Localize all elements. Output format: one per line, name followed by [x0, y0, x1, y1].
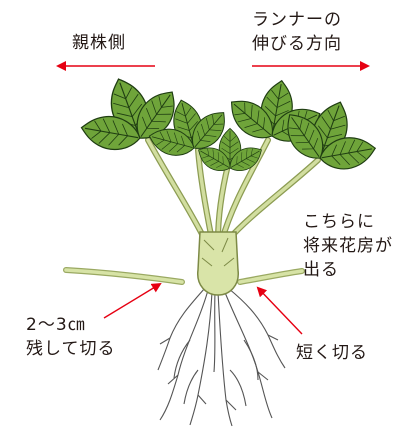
runner-direction-line-1: ランナーの: [252, 8, 342, 32]
runner-direction-label: ランナーの 伸びる方向: [252, 8, 342, 56]
flower-side-line-2: 将来花房が: [303, 234, 393, 258]
leaf-cluster-right: [278, 97, 378, 173]
crown: [198, 232, 239, 295]
roots: [158, 288, 285, 426]
runner-right-stub-inner: [240, 271, 302, 282]
cut-short-pointer-arrow: [258, 288, 302, 334]
flower-cluster-side-label: こちらに 将来花房が 出る: [303, 210, 393, 282]
cut-short-label: 短く切る: [296, 341, 368, 365]
runner-direction-line-2: 伸びる方向: [252, 32, 342, 56]
leave-runner-line-2: 残して切る: [26, 337, 116, 361]
parent-side-label: 親株側: [72, 31, 126, 55]
leave-runner-line-1: 2〜3㎝: [26, 313, 116, 337]
leave-runner-label: 2〜3㎝ 残して切る: [26, 313, 116, 361]
flower-side-line-3: 出る: [303, 258, 393, 282]
flower-side-line-1: こちらに: [303, 210, 393, 234]
